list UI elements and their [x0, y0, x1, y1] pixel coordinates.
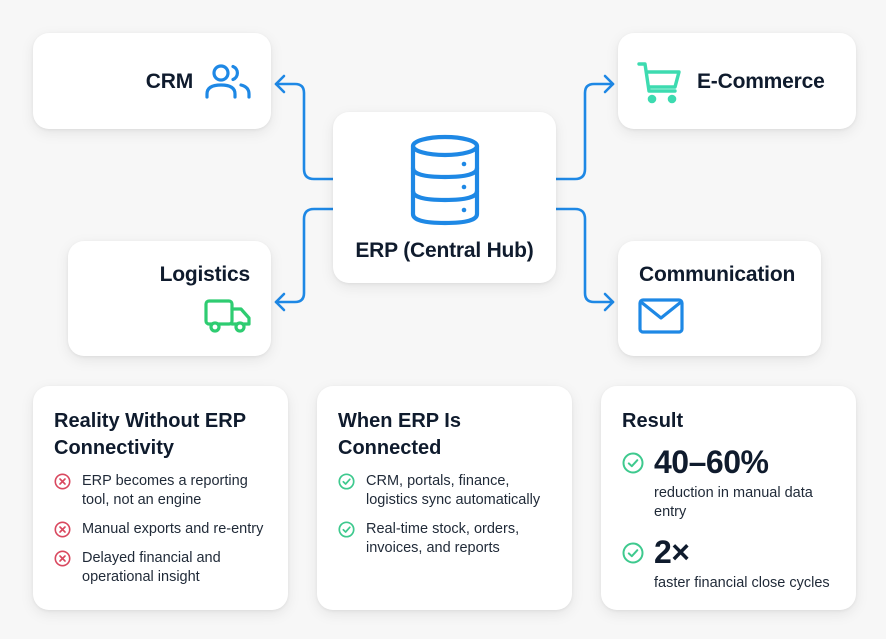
node-communication: Communication	[618, 241, 821, 356]
node-logistics-label: Logistics	[159, 263, 251, 286]
list-item: CRM, portals, finance, logistics sync au…	[338, 472, 562, 510]
with-erp-list: CRM, portals, finance, logistics sync au…	[338, 472, 562, 568]
list-item: ERP becomes a reporting tool, not an eng…	[54, 472, 278, 510]
x-circle-icon	[54, 550, 71, 567]
truck-icon	[204, 298, 252, 334]
list-item-text: CRM, portals, finance, logistics sync au…	[366, 473, 541, 508]
panel-without-title: Reality Without ERP Connectivity	[54, 410, 246, 459]
result-description: faster financial close cycles	[654, 575, 830, 591]
x-circle-icon	[54, 521, 71, 538]
connector-logistics	[274, 207, 335, 304]
panel-result: Result 40–60% reduction in manual data e…	[601, 386, 856, 610]
arrowhead-logistics	[274, 292, 286, 312]
erp-hub-label: ERP (Central Hub)	[355, 239, 534, 262]
node-crm: CRM	[33, 33, 271, 129]
database-icon	[408, 134, 482, 226]
check-circle-icon	[622, 452, 644, 474]
erp-central-hub: ERP (Central Hub)	[333, 112, 556, 283]
check-circle-icon	[622, 542, 644, 564]
list-item-text: Manual exports and re-entry	[82, 521, 264, 537]
panel-with-erp: When ERP Is Connected CRM, portals, fina…	[317, 386, 572, 610]
connector-ecommerce	[554, 82, 615, 181]
panel-with-title: When ERP Is Connected	[338, 410, 461, 459]
node-communication-label: Communication	[639, 263, 796, 286]
result-value: 40–60%	[654, 444, 769, 480]
list-item-text: Real-time stock, orders, invoices, and r…	[366, 521, 520, 556]
x-circle-icon	[54, 473, 71, 490]
connector-crm	[274, 82, 335, 181]
connector-communication	[554, 207, 615, 304]
list-item: Manual exports and re-entry	[54, 520, 278, 539]
users-icon	[204, 64, 252, 100]
list-item-text: ERP becomes a reporting tool, not an eng…	[82, 473, 248, 508]
result-description: reduction in manual data entry	[654, 485, 813, 520]
check-circle-icon	[338, 521, 355, 538]
panel-result-title: Result	[622, 410, 684, 432]
node-ecommerce-label: E-Commerce	[697, 70, 825, 93]
shopping-cart-icon	[637, 61, 683, 105]
node-ecommerce: E-Commerce	[618, 33, 856, 129]
without-erp-list: ERP becomes a reporting tool, not an eng…	[54, 472, 278, 597]
list-item-text: Delayed financial and operational insigh…	[82, 550, 221, 585]
check-circle-icon	[338, 473, 355, 490]
node-crm-label: CRM	[145, 70, 193, 93]
arrowhead-crm	[274, 74, 286, 94]
panel-without-erp: Reality Without ERP Connectivity ERP bec…	[33, 386, 288, 610]
list-item: Delayed financial and operational insigh…	[54, 549, 278, 587]
node-logistics: Logistics	[68, 241, 271, 356]
list-item: Real-time stock, orders, invoices, and r…	[338, 520, 562, 558]
result-value: 2×	[654, 534, 690, 570]
mail-icon	[638, 298, 684, 334]
arrowhead-communication	[603, 292, 615, 312]
arrowhead-ecommerce	[603, 74, 615, 94]
